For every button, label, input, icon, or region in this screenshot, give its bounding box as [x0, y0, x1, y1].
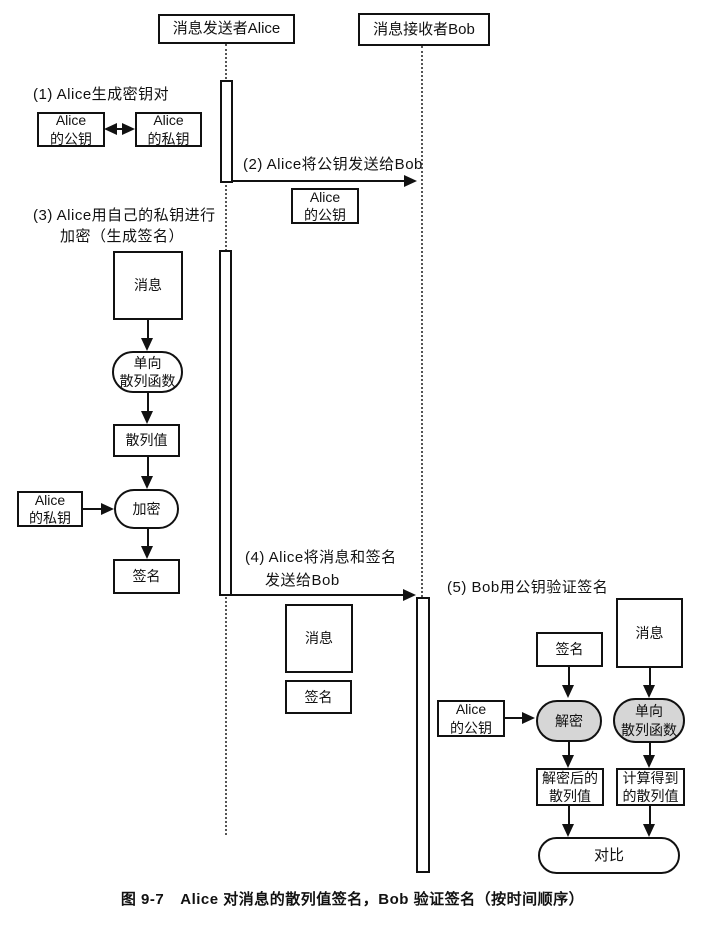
- private-key-label: Alice 的私钥: [29, 491, 71, 526]
- arrow-bobsig-to-decrypt-head-icon: [562, 685, 574, 698]
- bob-public-key-box: Alice 的公钥: [437, 700, 505, 737]
- arrow-dechash-to-compare-head-icon: [562, 824, 574, 837]
- step2-arrowhead-icon: [404, 175, 417, 187]
- step4-label-line2: 发送给Bob: [265, 572, 340, 589]
- step2-label: (2) Alice将公钥发送给Bob: [243, 156, 423, 173]
- message-box: 消息: [113, 251, 183, 320]
- step2-arrow-line: [233, 180, 405, 182]
- figure-caption-number: 图 9-7: [120, 891, 165, 908]
- bob-one-way-hash-ellipse: 单向 散列函数: [613, 698, 685, 743]
- arrow-bobmsg-to-hashfn-line: [649, 668, 651, 686]
- arrow-hashfn-to-comphash-head-icon: [643, 755, 655, 768]
- arrow-publickey-to-decrypt-line: [505, 717, 523, 719]
- signature-box: 签名: [113, 559, 180, 594]
- arrow-decrypt-to-dechash-line: [568, 742, 570, 756]
- keypair-arrowhead-left-icon: [104, 123, 117, 135]
- hash-value-box: 散列值: [113, 424, 180, 457]
- sent-public-key-label: Alice 的公钥: [304, 188, 346, 223]
- actor-bob-box: 消息接收者Bob: [358, 13, 490, 46]
- arrow-encrypt-to-signature-line: [147, 529, 149, 547]
- one-way-hash-ellipse: 单向 散列函数: [112, 351, 183, 393]
- bob-public-key-label: Alice 的公钥: [450, 701, 492, 736]
- signature-label: 签名: [132, 568, 161, 585]
- figure-caption-text: Alice 对消息的散列值签名，Bob 验证签名（按时间顺序）: [180, 891, 585, 908]
- arrow-privatekey-to-encrypt-head-icon: [101, 503, 114, 515]
- bob-activation-bar: [416, 597, 430, 873]
- arrow-bobsig-to-decrypt-line: [568, 667, 570, 686]
- arrow-hashfn-to-comphash-line: [649, 743, 651, 756]
- arrow-privatekey-to-encrypt-line: [83, 508, 102, 510]
- computed-hash-label: 计算得到 的散列值: [622, 769, 679, 804]
- bob-message-label: 消息: [635, 624, 664, 641]
- arrow-encrypt-to-signature-head-icon: [141, 546, 153, 559]
- step1-label: (1) Alice生成密钥对: [33, 86, 170, 103]
- transfer-message-label: 消息: [305, 630, 333, 647]
- compare-label: 对比: [593, 846, 624, 864]
- bob-signature-box: 签名: [536, 632, 603, 667]
- arrow-hashvalue-to-encrypt-line: [147, 457, 149, 477]
- arrow-dechash-to-compare-line: [568, 806, 570, 825]
- keypair-private-key-label: Alice 的私钥: [147, 112, 190, 147]
- keypair-private-key-box: Alice 的私钥: [135, 112, 202, 147]
- arrow-comphash-to-compare-line: [649, 806, 651, 825]
- transfer-message-box: 消息: [285, 604, 353, 673]
- step4-arrowhead-icon: [403, 589, 416, 601]
- encrypt-ellipse: 加密: [114, 489, 179, 529]
- bob-one-way-hash-label: 单向 散列函数: [621, 703, 677, 738]
- message-label: 消息: [134, 277, 162, 294]
- decrypt-ellipse: 解密: [536, 700, 602, 742]
- arrow-hashvalue-to-encrypt-head-icon: [141, 476, 153, 489]
- actor-alice-box: 消息发送者Alice: [158, 14, 295, 44]
- bob-lifeline: [421, 46, 423, 597]
- step5-label: (5) Bob用公钥验证签名: [447, 579, 609, 596]
- compare-stadium: 对比: [538, 837, 680, 874]
- step3-label-line1: (3) Alice用自己的私钥进行: [33, 207, 216, 224]
- keypair-double-arrow-line: [110, 128, 130, 130]
- arrow-message-to-hashfn-line: [147, 320, 149, 339]
- decrypt-label: 解密: [555, 712, 583, 729]
- arrow-comphash-to-compare-head-icon: [643, 824, 655, 837]
- alice-activation-bar-1: [220, 80, 233, 183]
- actor-alice-label: 消息发送者Alice: [172, 20, 281, 38]
- step3-label-line2: 加密（生成签名）: [60, 228, 185, 245]
- arrow-publickey-to-decrypt-head-icon: [522, 712, 535, 724]
- encrypt-label: 加密: [132, 500, 161, 517]
- hash-value-label: 散列值: [125, 432, 168, 449]
- arrow-decrypt-to-dechash-head-icon: [562, 755, 574, 768]
- actor-bob-label: 消息接收者Bob: [373, 20, 475, 38]
- bob-signature-label: 签名: [555, 641, 584, 658]
- arrow-message-to-hashfn-head-icon: [141, 338, 153, 351]
- step4-label-line1: (4) Alice将消息和签名: [245, 549, 397, 566]
- arrow-bobmsg-to-hashfn-head-icon: [643, 685, 655, 698]
- alice-activation-bar-2: [219, 250, 232, 596]
- private-key-box: Alice 的私钥: [17, 491, 83, 527]
- bob-message-box: 消息: [616, 598, 683, 668]
- decrypted-hash-label: 解密后的 散列值: [542, 769, 598, 804]
- sent-public-key-box: Alice 的公钥: [291, 188, 359, 224]
- keypair-public-key-label: Alice 的公钥: [50, 112, 92, 147]
- keypair-arrowhead-right-icon: [122, 123, 135, 135]
- arrow-hashfn-to-hashvalue-line: [147, 393, 149, 412]
- step4-arrow-line: [232, 594, 404, 596]
- computed-hash-box: 计算得到 的散列值: [616, 768, 685, 806]
- decrypted-hash-box: 解密后的 散列值: [536, 768, 604, 806]
- transfer-signature-label: 签名: [304, 688, 333, 705]
- one-way-hash-label: 单向 散列函数: [119, 354, 176, 389]
- figure-caption: 图 9-7 Alice 对消息的散列值签名，Bob 验证签名（按时间顺序）: [0, 888, 705, 909]
- keypair-public-key-box: Alice 的公钥: [37, 112, 105, 147]
- arrow-hashfn-to-hashvalue-head-icon: [141, 411, 153, 424]
- transfer-signature-box: 签名: [285, 680, 352, 714]
